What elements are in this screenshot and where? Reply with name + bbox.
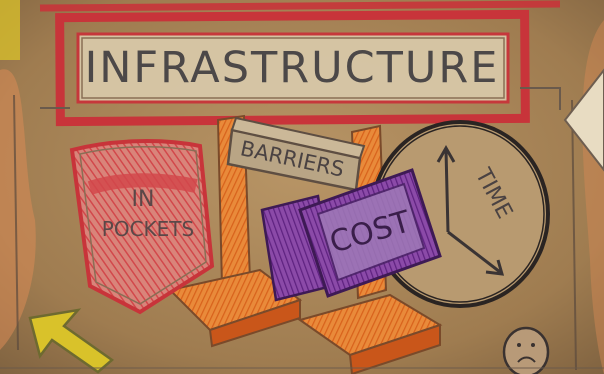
top-red-line — [40, 4, 560, 8]
infrastructure-title: INFRASTRUCTURE — [85, 43, 500, 93]
pockets-line2-label: POCKETS — [102, 217, 194, 241]
sad-face-icon — [504, 328, 548, 374]
top-left-yellow-patch — [0, 0, 20, 60]
pockets-line1-label: IN — [132, 187, 155, 212]
